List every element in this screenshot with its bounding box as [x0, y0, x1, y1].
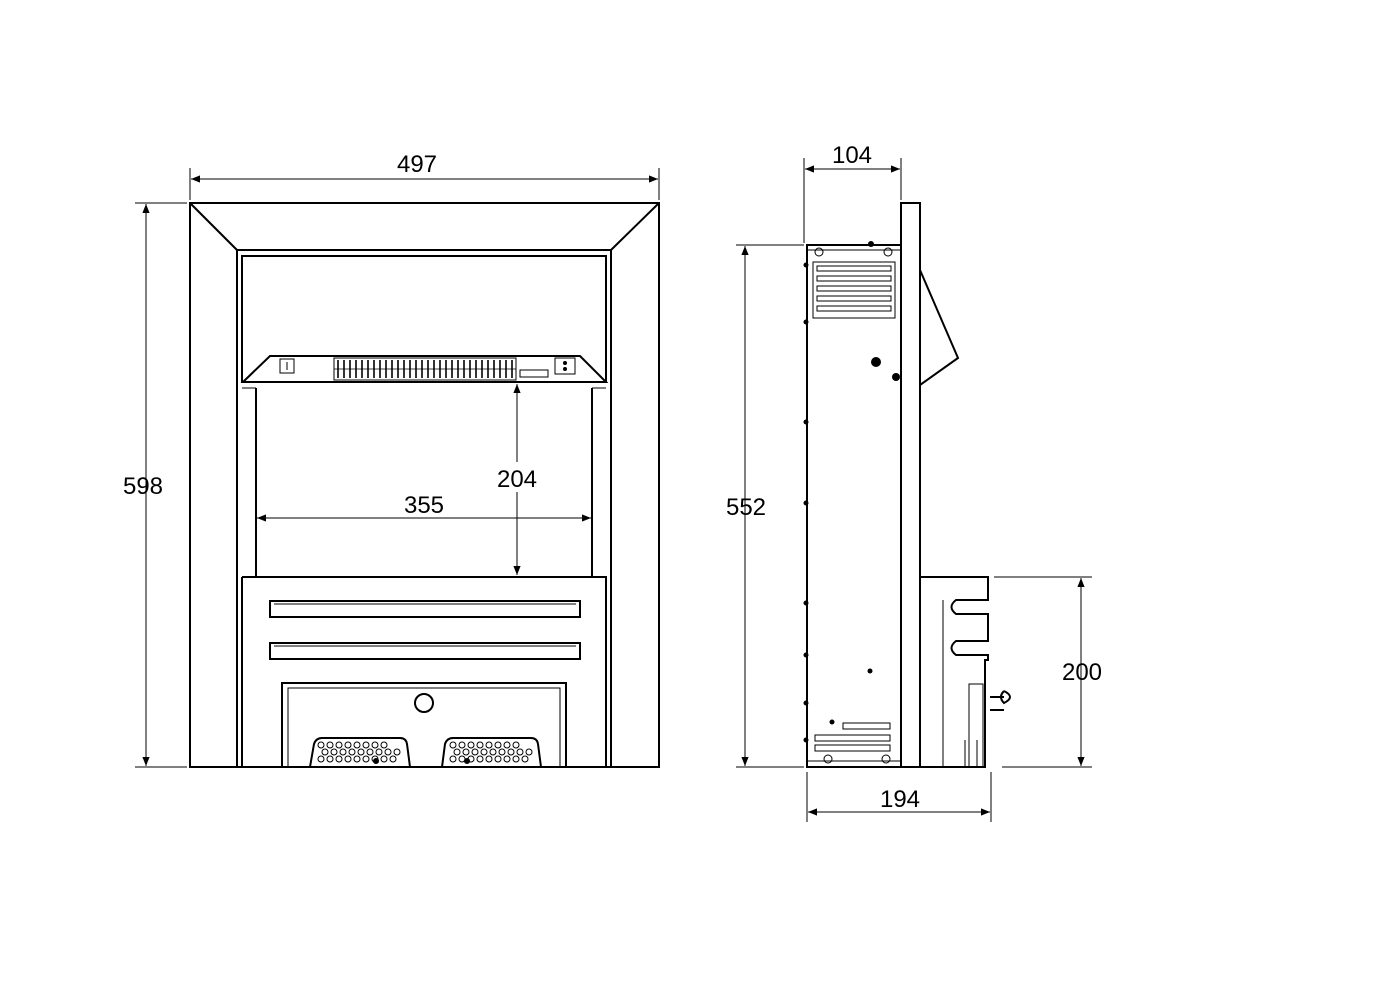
front-width-dimension: 497 — [189, 151, 660, 200]
control-knob-icon — [554, 357, 576, 375]
overall-depth-label: 194 — [880, 786, 920, 813]
fuel-bed-profile — [920, 576, 989, 768]
fascia-plate — [900, 202, 921, 768]
side-view — [803, 202, 1011, 768]
front-height-dimension: 598 — [123, 202, 187, 768]
ash-pan — [281, 682, 567, 767]
control-vent-grille — [333, 357, 517, 381]
body-depth-dimension: 104 — [803, 142, 902, 243]
front-height-label: 598 — [123, 473, 163, 500]
side-height-dimension: 552 — [726, 244, 804, 768]
side-vent-bottom — [814, 722, 891, 752]
inner-frame — [236, 249, 612, 768]
side-vent-top — [812, 261, 896, 319]
body-depth-label: 104 — [832, 142, 872, 169]
ash-pan-knob-icon — [414, 693, 434, 713]
ash-pan-handle-icon — [990, 690, 1011, 711]
opening-height-dimension: 204 — [492, 384, 542, 575]
power-switch-icon — [279, 358, 295, 374]
grate-bar-lower — [269, 642, 581, 660]
front-view — [189, 202, 660, 768]
fuel-bed — [241, 576, 607, 767]
fuel-bed-height-label: 200 — [1062, 659, 1102, 686]
front-width-label: 497 — [397, 151, 437, 178]
opening-width-label: 355 — [404, 492, 444, 519]
grate-bar-upper — [269, 600, 581, 618]
control-panel — [240, 355, 609, 383]
top-canopy — [241, 255, 607, 383]
canopy-wedge — [919, 269, 960, 386]
lower-vent-left — [309, 737, 411, 768]
lower-vent-right — [441, 737, 542, 768]
opening-width-dimension: 355 — [257, 492, 591, 522]
overall-depth-dimension: 194 — [806, 772, 992, 822]
opening-height-label: 204 — [497, 466, 537, 493]
side-height-label: 552 — [726, 494, 766, 521]
fuel-bed-height-dimension: 200 — [994, 576, 1102, 768]
side-body — [806, 244, 902, 768]
